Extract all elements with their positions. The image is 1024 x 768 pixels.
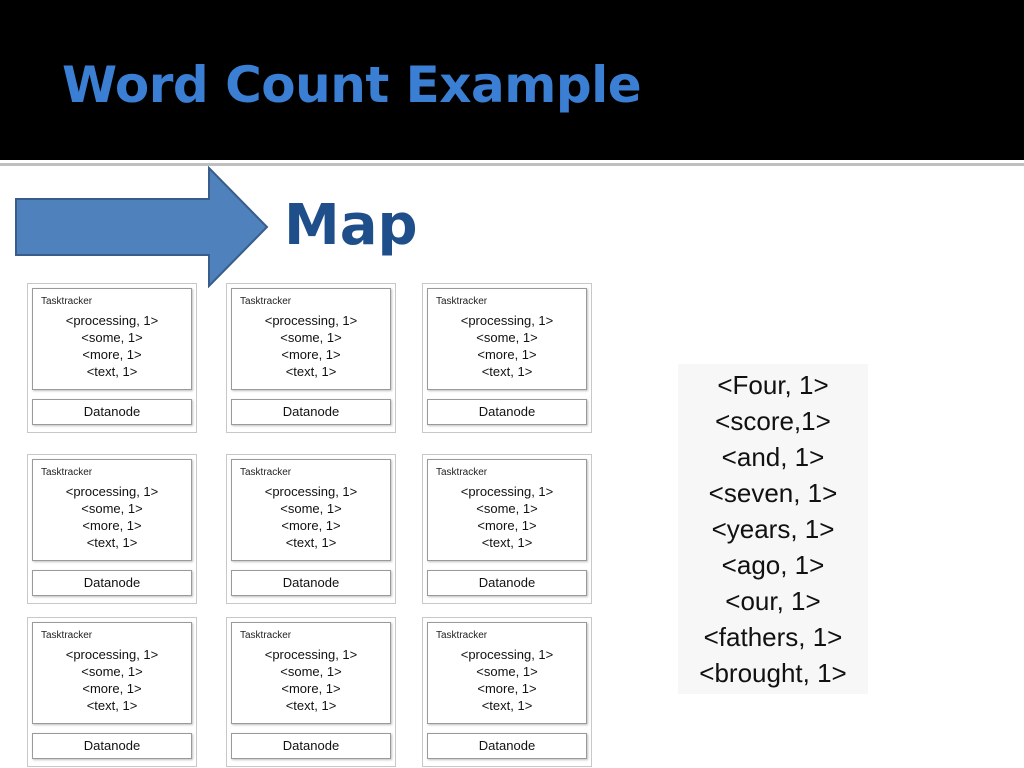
word-pair-item: <ago, 1> (721, 550, 825, 580)
right-arrow-icon (15, 166, 269, 288)
key-value-pairs: <processing, 1> <some, 1> <more, 1> <text, … (428, 646, 586, 714)
word-pair-item: <our, 1> (725, 586, 821, 616)
word-pair-item: <score,1> (715, 406, 831, 436)
key-value-pair: <more, 1> (477, 681, 537, 696)
key-value-pairs: <processing, 1> <some, 1> <more, 1> <text, … (428, 312, 586, 380)
tasktracker-box: Tasktracker <processing, 1> <some, 1> <more… (231, 459, 391, 561)
word-pair-item: <seven, 1> (708, 478, 838, 508)
tasktracker-box: Tasktracker <processing, 1> <some, 1> <more… (427, 622, 587, 724)
tasktracker-label: Tasktracker (240, 296, 292, 307)
key-value-pair: <processing, 1> (65, 313, 159, 328)
key-value-pair: <processing, 1> (460, 484, 554, 499)
key-value-pair: <some, 1> (280, 664, 342, 679)
key-value-pairs: <processing, 1> <some, 1> <more, 1> <text, … (232, 646, 390, 714)
key-value-pair: <more, 1> (281, 681, 341, 696)
tasktracker-label: Tasktracker (240, 630, 292, 641)
tasktracker-box: Tasktracker <processing, 1> <some, 1> <more… (32, 288, 192, 390)
key-value-pair: <text, 1> (481, 364, 533, 379)
key-value-pair: <processing, 1> (65, 484, 159, 499)
key-value-pair: <processing, 1> (264, 484, 358, 499)
datanode-box: Datanode (231, 733, 391, 759)
key-value-pair: <more, 1> (281, 518, 341, 533)
node-block: Tasktracker <processing, 1> <some, 1> <more… (27, 283, 197, 433)
datanode-box: Datanode (32, 570, 192, 596)
datanode-box: Datanode (427, 570, 587, 596)
tasktracker-box: Tasktracker <processing, 1> <some, 1> <more… (231, 288, 391, 390)
tasktracker-box: Tasktracker <processing, 1> <some, 1> <more… (427, 459, 587, 561)
datanode-box: Datanode (32, 399, 192, 425)
key-value-pair: <text, 1> (285, 698, 337, 713)
map-stage-label: Map (284, 193, 418, 258)
node-block: Tasktracker <processing, 1> <some, 1> <more… (226, 454, 396, 604)
key-value-pair: <text, 1> (86, 698, 138, 713)
key-value-pair: <processing, 1> (460, 647, 554, 662)
key-value-pair: <text, 1> (481, 535, 533, 550)
node-block: Tasktracker <processing, 1> <some, 1> <more… (27, 454, 197, 604)
node-block: Tasktracker <processing, 1> <some, 1> <more… (226, 617, 396, 767)
key-value-pairs: <processing, 1> <some, 1> <more, 1> <text, … (428, 483, 586, 551)
word-pair-item: <and, 1> (721, 442, 825, 472)
title-bar: Word Count Example (0, 0, 1024, 160)
node-block: Tasktracker <processing, 1> <some, 1> <more… (226, 283, 396, 433)
key-value-pair: <more, 1> (477, 518, 537, 533)
key-value-pair: <processing, 1> (460, 313, 554, 328)
datanode-box: Datanode (427, 399, 587, 425)
key-value-pair: <text, 1> (285, 364, 337, 379)
key-value-pair: <more, 1> (82, 518, 142, 533)
key-value-pair: <more, 1> (281, 347, 341, 362)
slide-title: Word Count Example (62, 56, 642, 114)
key-value-pair: <some, 1> (81, 501, 143, 516)
key-value-pairs: <processing, 1> <some, 1> <more, 1> <text, … (33, 646, 191, 714)
tasktracker-label: Tasktracker (41, 467, 93, 478)
key-value-pair: <more, 1> (82, 681, 142, 696)
key-value-pair: <some, 1> (280, 501, 342, 516)
key-value-pair: <some, 1> (476, 664, 538, 679)
tasktracker-label: Tasktracker (41, 296, 93, 307)
word-pair-list: <Four, 1> <score,1> <and, 1> <seven, 1> <yea… (678, 364, 868, 694)
tasktracker-label: Tasktracker (436, 467, 488, 478)
key-value-pair: <processing, 1> (65, 647, 159, 662)
word-pair-item: <brought, 1> (699, 658, 847, 688)
key-value-pair: <some, 1> (81, 330, 143, 345)
node-block: Tasktracker <processing, 1> <some, 1> <more… (422, 617, 592, 767)
key-value-pair: <more, 1> (477, 347, 537, 362)
word-pair-item: <Four, 1> (717, 370, 829, 400)
arrow-shape (15, 166, 269, 288)
word-pair-item: <fathers, 1> (703, 622, 843, 652)
key-value-pairs: <processing, 1> <some, 1> <more, 1> <text, … (232, 312, 390, 380)
key-value-pairs: <processing, 1> <some, 1> <more, 1> <text, … (33, 312, 191, 380)
key-value-pair: <text, 1> (285, 535, 337, 550)
tasktracker-label: Tasktracker (436, 630, 488, 641)
key-value-pair: <processing, 1> (264, 647, 358, 662)
tasktracker-label: Tasktracker (240, 467, 292, 478)
tasktracker-label: Tasktracker (41, 630, 93, 641)
tasktracker-box: Tasktracker <processing, 1> <some, 1> <more… (32, 622, 192, 724)
key-value-pairs: <processing, 1> <some, 1> <more, 1> <text, … (232, 483, 390, 551)
tasktracker-box: Tasktracker <processing, 1> <some, 1> <more… (32, 459, 192, 561)
key-value-pair: <some, 1> (280, 330, 342, 345)
key-value-pair: <text, 1> (481, 698, 533, 713)
key-value-pair: <text, 1> (86, 364, 138, 379)
datanode-box: Datanode (427, 733, 587, 759)
key-value-pair: <some, 1> (81, 664, 143, 679)
word-pair-item: <years, 1> (711, 514, 835, 544)
key-value-pair: <some, 1> (476, 501, 538, 516)
key-value-pairs: <processing, 1> <some, 1> <more, 1> <text, … (33, 483, 191, 551)
tasktracker-label: Tasktracker (436, 296, 488, 307)
tasktracker-box: Tasktracker <processing, 1> <some, 1> <more… (427, 288, 587, 390)
tasktracker-box: Tasktracker <processing, 1> <some, 1> <more… (231, 622, 391, 724)
key-value-pair: <some, 1> (476, 330, 538, 345)
datanode-box: Datanode (32, 733, 192, 759)
datanode-box: Datanode (231, 399, 391, 425)
title-divider (0, 163, 1024, 166)
key-value-pair: <more, 1> (82, 347, 142, 362)
node-block: Tasktracker <processing, 1> <some, 1> <more… (422, 454, 592, 604)
node-block: Tasktracker <processing, 1> <some, 1> <more… (27, 617, 197, 767)
key-value-pair: <text, 1> (86, 535, 138, 550)
datanode-box: Datanode (231, 570, 391, 596)
node-block: Tasktracker <processing, 1> <some, 1> <more… (422, 283, 592, 433)
key-value-pair: <processing, 1> (264, 313, 358, 328)
